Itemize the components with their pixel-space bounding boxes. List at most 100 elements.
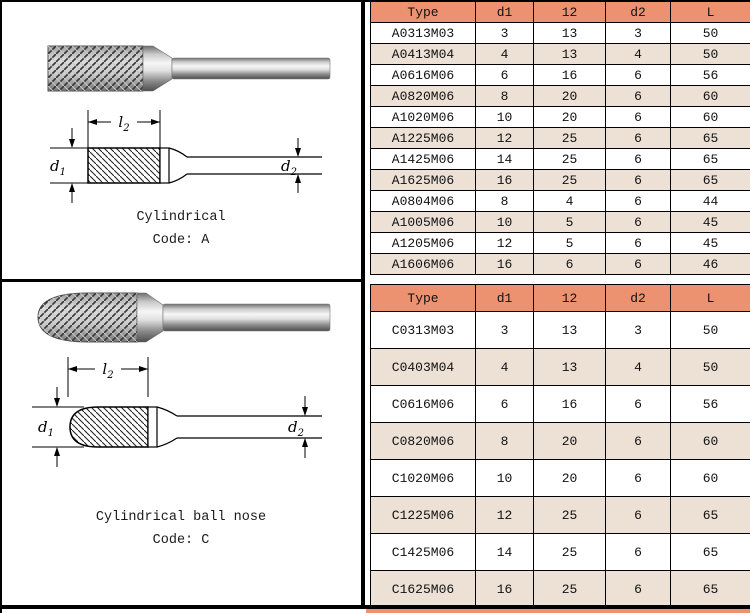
bottom-divider	[0, 605, 750, 609]
table-cell: 56	[670, 385, 750, 423]
table-cell: 3	[475, 311, 534, 349]
table-cell: 12	[475, 496, 534, 534]
table-cell: 4	[533, 190, 606, 212]
table-cell: 13	[533, 348, 606, 386]
table-cell: 25	[533, 496, 606, 534]
table-cell: 16	[533, 385, 606, 423]
panel-divider-vertical	[361, 0, 365, 609]
table-cell: 6	[605, 127, 671, 149]
table-cell: C0403M04	[370, 348, 476, 386]
table-cell: 16	[475, 253, 534, 275]
dim-label-l2: l2	[118, 113, 129, 134]
table-cell: C1625M06	[370, 570, 476, 608]
table-cell: 45	[670, 211, 750, 233]
table-cell: 6	[475, 385, 534, 423]
table-cell: C1225M06	[370, 496, 476, 534]
table-cell: A0413M04	[370, 43, 476, 65]
section-divider	[0, 279, 365, 282]
table-cell: 56	[670, 64, 750, 86]
table-cell: 25	[533, 533, 606, 571]
table-cell: 6	[605, 422, 671, 460]
table-cell: 6	[605, 85, 671, 107]
caption-ball-nose: Cylindrical ball nose Code: C	[0, 506, 362, 552]
table-cell: 5	[533, 211, 606, 233]
drawing-head-collar	[159, 147, 170, 184]
table-cell: A1020M06	[370, 106, 476, 128]
photo-shank	[171, 57, 331, 80]
dimension-arrows	[54, 366, 308, 456]
table-cell: 8	[475, 190, 534, 212]
table-cell: 12	[475, 127, 534, 149]
table-cell: C0313M03	[370, 311, 476, 349]
table-cell: 6	[605, 169, 671, 191]
table-cell: 65	[670, 169, 750, 191]
table-cell: 13	[533, 311, 606, 349]
table-cell: 4	[475, 348, 534, 386]
photo-shank	[162, 303, 331, 332]
table-cell: A0616M06	[370, 64, 476, 86]
burr-photo-cylindrical	[47, 45, 331, 92]
table-cell: 60	[670, 106, 750, 128]
table-cell: 50	[670, 348, 750, 386]
table-cell: 25	[533, 148, 606, 170]
column-header: d2	[605, 284, 671, 312]
caption-code: Code: C	[152, 533, 210, 548]
table-cell: 20	[533, 459, 606, 497]
table-cell: 4	[605, 43, 671, 65]
table-cell: 10	[475, 459, 534, 497]
table-cell: 10	[475, 211, 534, 233]
table-cell: 65	[670, 533, 750, 571]
dimension-arrows	[69, 119, 301, 192]
table-cell: 25	[533, 127, 606, 149]
table-cell: A1225M06	[370, 127, 476, 149]
table-cell: 6	[533, 253, 606, 275]
table-cell: A0313M03	[370, 22, 476, 44]
photo-head-flutes	[48, 46, 143, 91]
table-cell: 5	[533, 232, 606, 254]
table-cell: 3	[475, 22, 534, 44]
table-cell: 13	[533, 43, 606, 65]
table-cell: 6	[605, 533, 671, 571]
caption-cylindrical: Cylindrical Code: A	[0, 206, 362, 252]
drawing-head-collar	[147, 406, 158, 448]
table-cell: 3	[605, 311, 671, 349]
photo-head-flutes	[38, 293, 137, 342]
table-cell: C0820M06	[370, 422, 476, 460]
table-cell: 20	[533, 422, 606, 460]
table-cell: 8	[475, 85, 534, 107]
table-cell: 8	[475, 422, 534, 460]
table-cell: A1005M06	[370, 211, 476, 233]
caption-title: Cylindrical ball nose	[95, 510, 267, 525]
drawing-head-hatched	[69, 406, 149, 448]
table-cell: A1205M06	[370, 232, 476, 254]
table-cell: 46	[670, 253, 750, 275]
table-cell: 6	[605, 106, 671, 128]
table-cell: C0616M06	[370, 385, 476, 423]
column-header: Type	[370, 284, 476, 312]
drawing-ball-nose: l2 d1 d2	[32, 357, 322, 467]
table-cell: 6	[605, 190, 671, 212]
table-cell: 65	[670, 127, 750, 149]
table-cell: 3	[605, 22, 671, 44]
table-cell: A0820M06	[370, 85, 476, 107]
column-header: d1	[475, 284, 534, 312]
table-cell: 6	[475, 64, 534, 86]
table-cell: 25	[533, 570, 606, 608]
table-cell: 44	[670, 190, 750, 212]
table-cell: 14	[475, 148, 534, 170]
table-cell: 14	[475, 533, 534, 571]
